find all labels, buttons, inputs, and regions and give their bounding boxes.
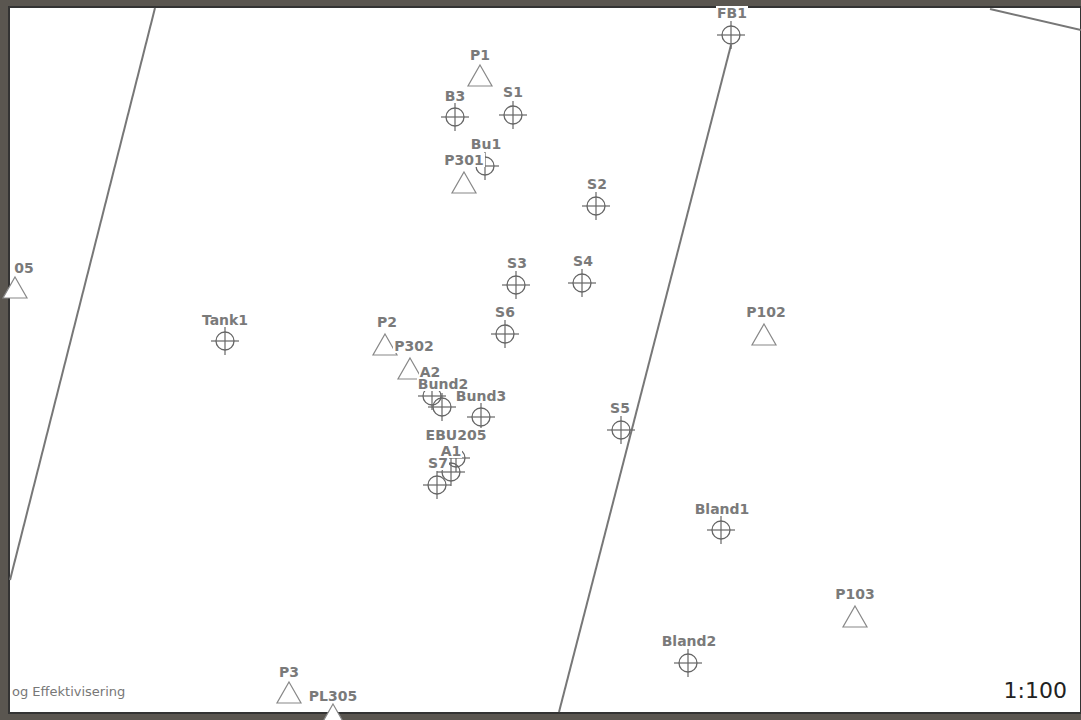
triangle-outline: [452, 172, 476, 193]
crosshair-line: [450, 458, 451, 486]
crosshair-line: [581, 269, 582, 297]
triangle-outline: [468, 65, 492, 86]
survey-point-symbol: [441, 103, 469, 131]
point-label: P2: [376, 315, 398, 329]
point-label: S3: [506, 256, 528, 270]
point-label: Tank1: [201, 313, 249, 327]
survey-point-symbol: [674, 649, 702, 677]
boundary-line: [990, 9, 1081, 30]
crosshair-line: [441, 393, 442, 421]
point-label: S6: [494, 305, 516, 319]
fixed-point-triangle: [3, 277, 27, 298]
survey-point-symbol: [717, 21, 745, 49]
boundary-line: [559, 45, 731, 712]
triangle-outline: [843, 606, 867, 627]
survey-point-symbol: [502, 271, 530, 299]
point-label: S4: [572, 254, 594, 268]
survey-point-symbol: [707, 516, 735, 544]
point-label: FB1: [716, 6, 748, 20]
crosshair-line: [620, 416, 621, 444]
crosshair-line: [436, 471, 437, 499]
crosshair-line: [454, 103, 455, 131]
crosshair-line: [224, 327, 225, 355]
point-label: Bu1: [470, 137, 502, 151]
map-panel: [9, 7, 1081, 713]
point-label: 05: [13, 261, 34, 275]
crosshair-line: [504, 320, 505, 348]
footer-text: og Effektivisering: [11, 685, 126, 698]
point-label: S1: [502, 85, 524, 99]
point-label: S2: [586, 177, 608, 191]
triangle-outline: [3, 277, 27, 298]
survey-point-symbol: [423, 471, 451, 499]
fixed-point-triangle: [321, 704, 345, 720]
boundary-line: [10, 8, 155, 580]
point-label: B3: [444, 89, 466, 103]
crosshair-line: [515, 271, 516, 299]
crosshair-line: [480, 403, 481, 431]
survey-point-symbol: [607, 416, 635, 444]
point-label: S5: [609, 401, 631, 415]
point-label: P102: [745, 305, 786, 319]
survey-point-symbol: [467, 403, 495, 431]
point-label: P1: [469, 48, 491, 62]
scale-label: 1:100: [1003, 680, 1068, 702]
survey-point-symbol: [568, 269, 596, 297]
point-label: P302: [393, 339, 434, 353]
point-label: Bland1: [694, 502, 751, 516]
survey-point-symbol: [211, 327, 239, 355]
survey-point-symbol: [582, 192, 610, 220]
point-label: PL305: [308, 689, 358, 703]
crosshair-line: [720, 516, 721, 544]
crosshair-line: [687, 649, 688, 677]
survey-point-symbol: [499, 101, 527, 129]
fixed-point-triangle: [277, 682, 301, 703]
point-label: Bland2: [661, 634, 718, 648]
crosshair-line: [595, 192, 596, 220]
survey-point-symbol: [491, 320, 519, 348]
point-label: S7: [427, 456, 449, 470]
fixed-point-triangle: [452, 172, 476, 193]
fixed-point-triangle: [843, 606, 867, 627]
point-label: P3: [278, 665, 300, 679]
triangle-outline: [752, 324, 776, 345]
fixed-point-triangle: [752, 324, 776, 345]
crosshair-line: [730, 21, 731, 49]
fixed-point-triangle: [468, 65, 492, 86]
point-label: P301: [443, 153, 484, 167]
triangle-outline: [321, 704, 345, 720]
point-label: EBU205: [425, 428, 488, 442]
crosshair-line: [512, 101, 513, 129]
point-label: Bund3: [455, 389, 507, 403]
triangle-outline: [277, 682, 301, 703]
point-label: P103: [834, 587, 875, 601]
